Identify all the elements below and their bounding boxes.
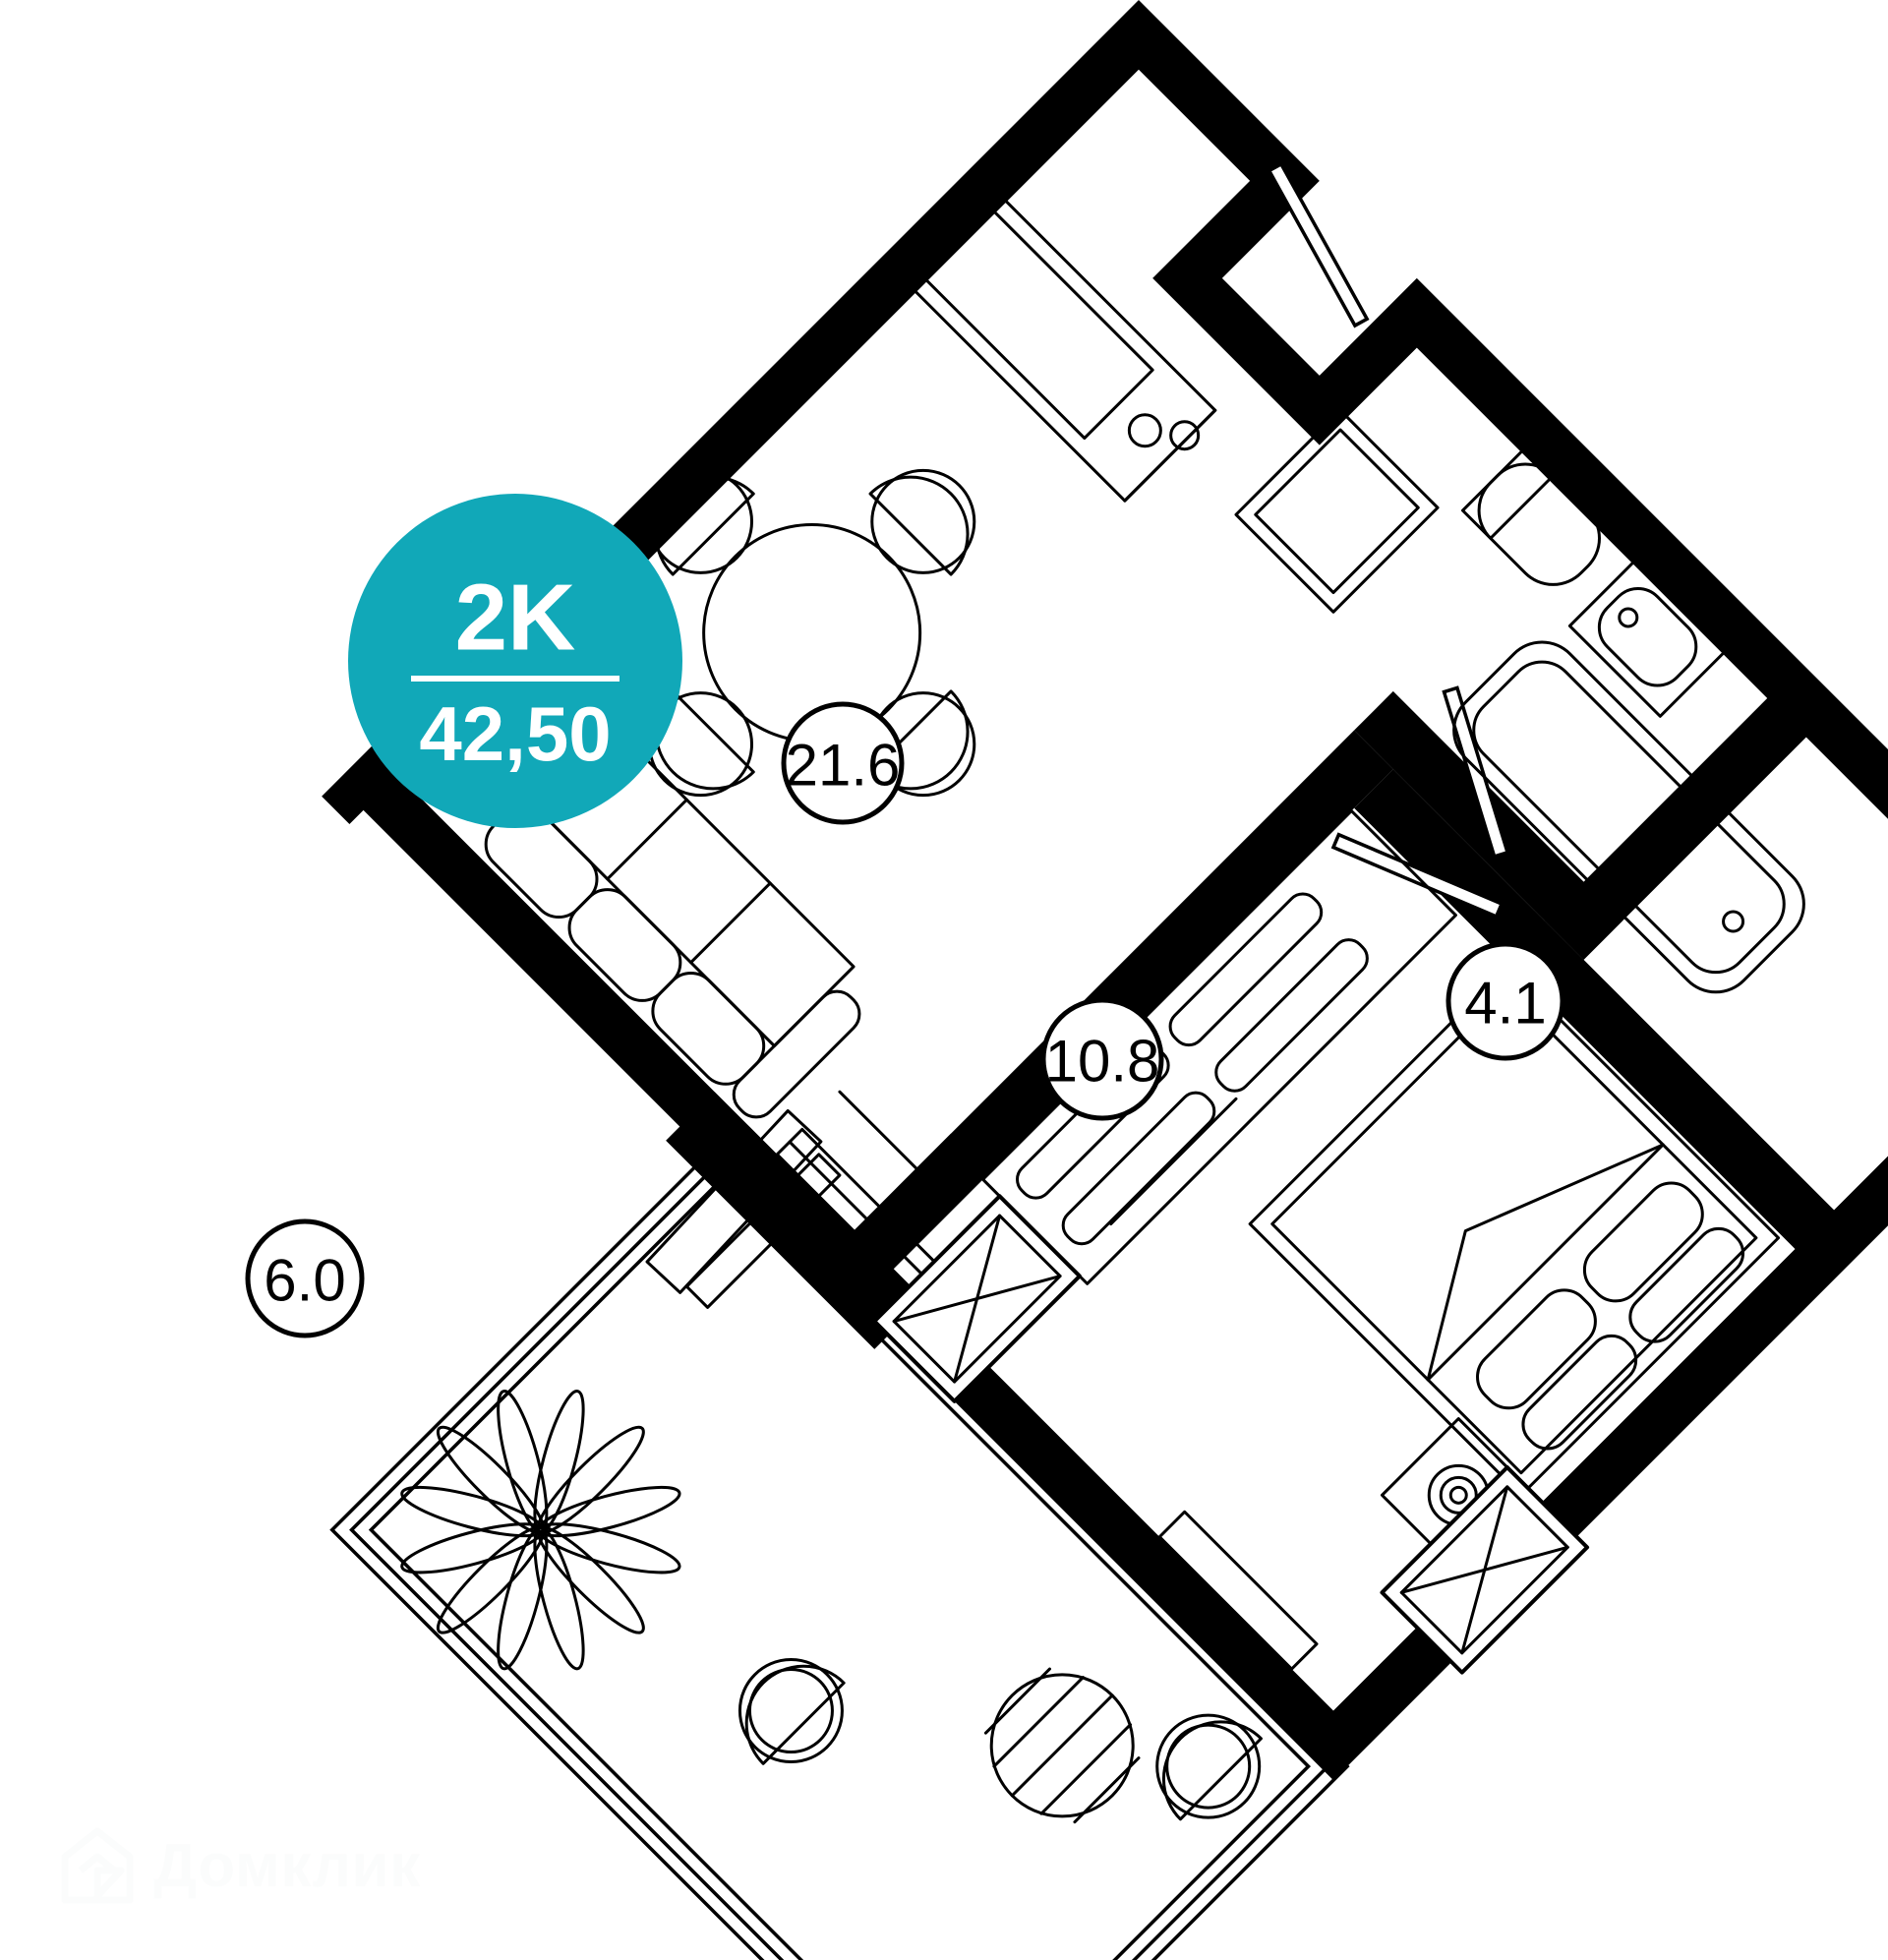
leader-lines [838,1090,1238,1226]
balcony-shelf [645,1108,842,1309]
washing-machine [1234,408,1440,614]
area-label-balcony: 6.0 [245,1218,365,1338]
balcony-table [983,1667,1141,1824]
balcony-door-bottom [1380,1465,1590,1675]
area-label-living-kitchen: 21.6 [781,701,905,825]
kitchen-counter-sink [894,179,1217,503]
balcony-door-left [872,1194,1082,1403]
area-value-living-kitchen: 21.6 [786,733,901,799]
balcony-chair [1155,1713,1263,1821]
area-value-balcony: 6.0 [264,1248,345,1314]
toilet [1461,445,1601,586]
apartment-walls [322,0,1888,1781]
area-label-bathroom: 4.1 [1446,941,1565,1061]
plant-potted [400,1390,681,1671]
balcony-chair [738,1658,846,1765]
apartment-summary-badge: 2K 42,50 [348,494,682,828]
badge-rooms-label: 2K [455,565,576,671]
area-value-bedroom: 10.8 [1045,1029,1160,1095]
washbasin [1567,558,1729,718]
bed-double [1248,965,1781,1497]
badge-total-area: 42,50 [419,690,611,777]
badge-background [348,494,682,828]
area-label-bedroom: 10.8 [1040,997,1164,1121]
furniture-balcony [400,1108,1263,1824]
furniture-bathroom [1234,408,1805,994]
area-value-bathroom: 4.1 [1464,971,1546,1037]
radiator [1157,1510,1319,1671]
furniture-bedroom [981,809,1781,1671]
bathtub [1452,640,1805,994]
balcony-doors [872,1194,1590,1675]
